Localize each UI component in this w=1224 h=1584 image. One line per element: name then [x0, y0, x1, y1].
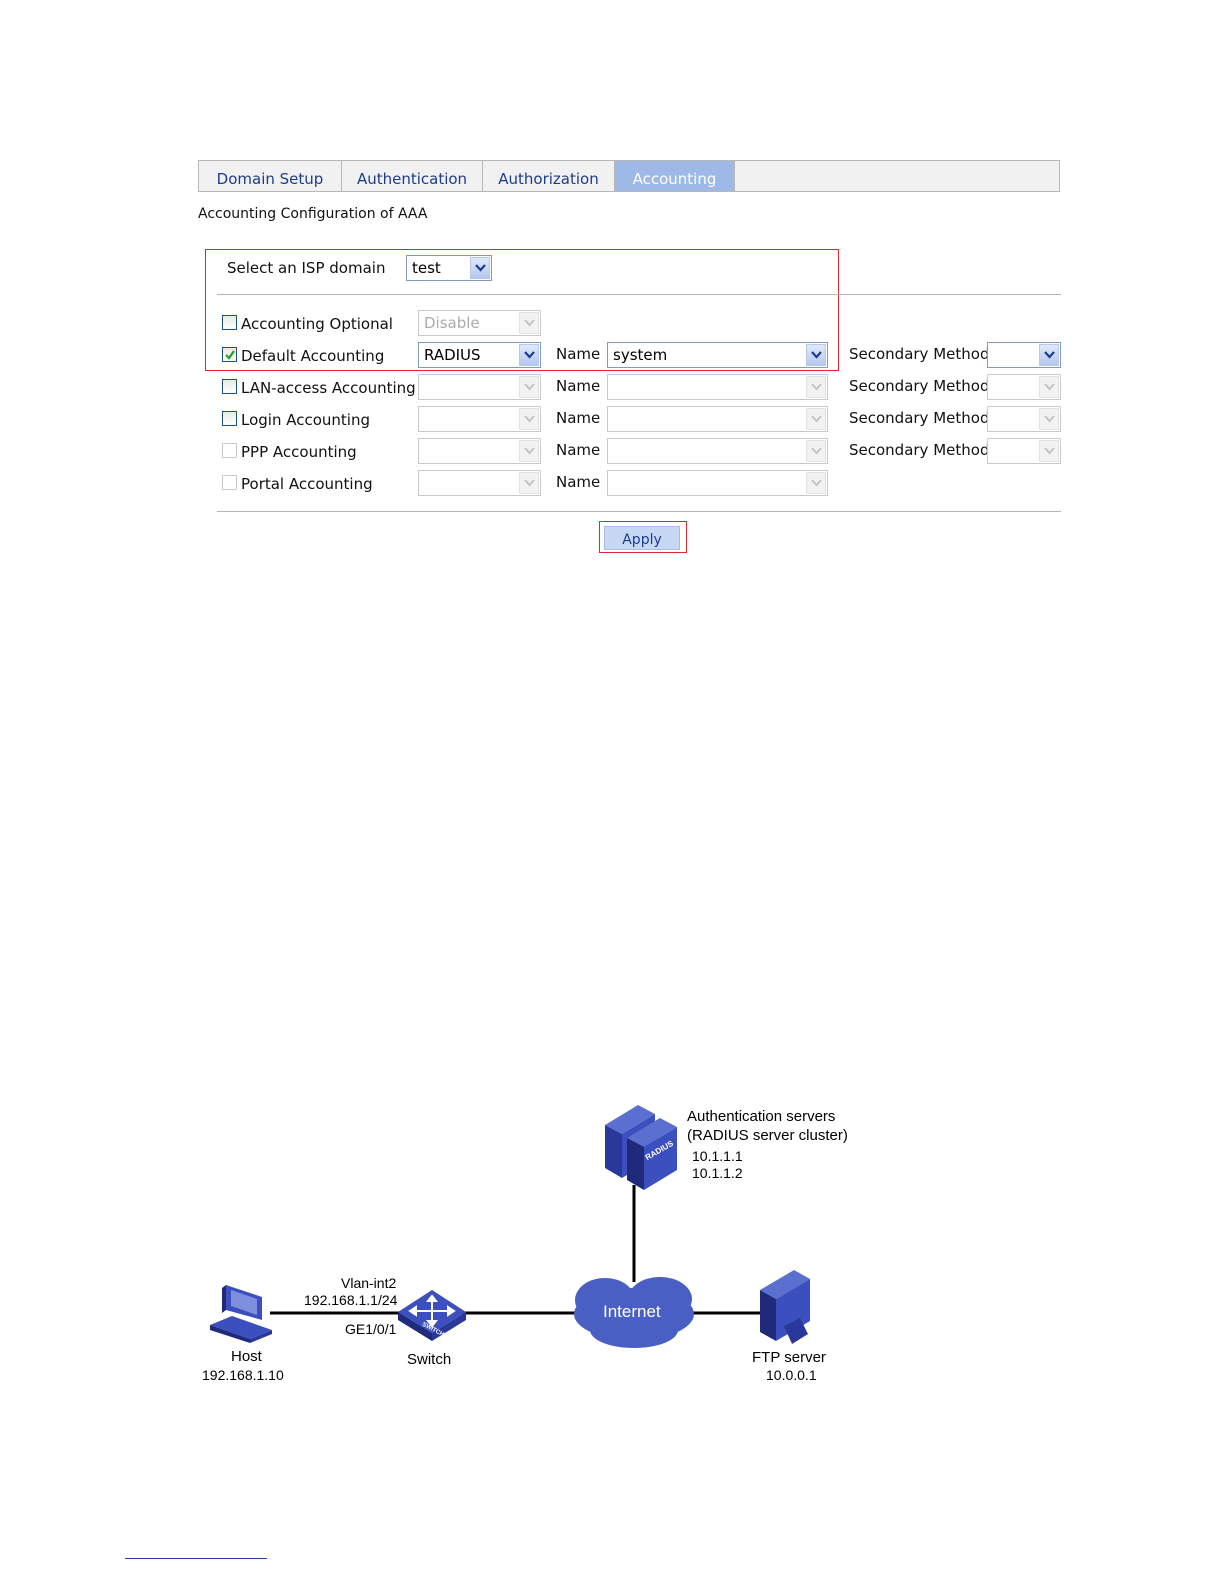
lan-access-secondary-select[interactable]: [987, 374, 1061, 400]
chevron-down-icon: [519, 376, 539, 398]
login-name-label: Name: [556, 409, 601, 427]
vlan-interface-label: Vlan-int2: [341, 1275, 397, 1291]
chevron-down-icon: [470, 257, 490, 279]
default-accounting-method-select[interactable]: RADIUS: [418, 342, 541, 368]
auth-server-ip-2: 10.1.1.2: [692, 1165, 743, 1181]
portal-name-select[interactable]: [607, 470, 828, 496]
chevron-down-icon: [806, 440, 826, 462]
lan-access-accounting-checkbox[interactable]: [222, 379, 237, 394]
tab-bar: Domain Setup Authentication Authorizatio…: [198, 160, 1060, 192]
ftp-server-ip-label: 10.0.0.1: [766, 1367, 817, 1383]
chevron-down-icon: [1039, 440, 1059, 462]
ppp-accounting-checkbox[interactable]: [222, 443, 237, 458]
tab-accounting[interactable]: Accounting: [615, 161, 735, 191]
default-accounting-secondary-select[interactable]: [987, 342, 1061, 368]
tab-authorization[interactable]: Authorization: [483, 161, 615, 191]
apply-highlight-box: [599, 521, 687, 553]
login-method-select[interactable]: [418, 406, 541, 432]
default-accounting-secondary-label: Secondary Method: [849, 345, 990, 363]
login-accounting-checkbox[interactable]: [222, 411, 237, 426]
ftp-server-icon: [760, 1270, 810, 1344]
chevron-down-icon: [1039, 344, 1059, 366]
tab-domain-setup[interactable]: Domain Setup: [199, 161, 342, 191]
lan-access-method-select[interactable]: [418, 374, 541, 400]
chevron-down-icon: [519, 472, 539, 494]
portal-method-select[interactable]: [418, 470, 541, 496]
host-pc-icon: [210, 1285, 272, 1343]
chevron-down-icon: [806, 472, 826, 494]
chevron-down-icon: [519, 312, 539, 334]
host-label: Host: [231, 1348, 262, 1365]
chevron-down-icon: [806, 344, 826, 366]
ppp-accounting-label: PPP Accounting: [241, 443, 357, 461]
ftp-server-label: FTP server: [752, 1349, 826, 1366]
ppp-secondary-label: Secondary Method: [849, 441, 990, 459]
login-secondary-select[interactable]: [987, 406, 1061, 432]
auth-servers-subtitle: (RADIUS server cluster): [687, 1127, 848, 1144]
chevron-down-icon: [519, 344, 539, 366]
isp-domain-select[interactable]: test: [406, 255, 492, 281]
portal-name-label: Name: [556, 473, 601, 491]
switch-port-label: GE1/0/1: [345, 1321, 397, 1337]
chevron-down-icon: [1039, 376, 1059, 398]
auth-servers-title: Authentication servers: [687, 1108, 836, 1125]
accounting-optional-checkbox[interactable]: [222, 315, 237, 330]
host-ip-label: 192.168.1.10: [202, 1367, 284, 1383]
internet-cloud-icon: [574, 1277, 694, 1348]
ppp-name-label: Name: [556, 441, 601, 459]
check-icon: [225, 350, 235, 360]
default-accounting-checkbox[interactable]: [222, 347, 237, 362]
login-secondary-label: Secondary Method: [849, 409, 990, 427]
login-accounting-label: Login Accounting: [241, 411, 370, 429]
tab-authentication[interactable]: Authentication: [342, 161, 483, 191]
page-title: Accounting Configuration of AAA: [198, 206, 428, 222]
chevron-down-icon: [1039, 408, 1059, 430]
footnote-divider: [125, 1558, 267, 1559]
switch-label: Switch: [407, 1351, 452, 1368]
accounting-optional-select[interactable]: Disable: [418, 310, 541, 336]
default-accounting-label: Default Accounting: [241, 347, 385, 365]
internet-label: Internet: [603, 1302, 661, 1321]
login-name-select[interactable]: [607, 406, 828, 432]
accounting-optional-label: Accounting Optional: [241, 315, 393, 333]
chevron-down-icon: [806, 376, 826, 398]
ppp-secondary-select[interactable]: [987, 438, 1061, 464]
radius-server-icon: [605, 1105, 677, 1190]
lan-access-name-label: Name: [556, 377, 601, 395]
ppp-name-select[interactable]: [607, 438, 828, 464]
lan-access-accounting-label: LAN-access Accounting: [241, 379, 416, 397]
portal-accounting-checkbox[interactable]: [222, 475, 237, 490]
lan-access-secondary-label: Secondary Method: [849, 377, 990, 395]
ppp-method-select[interactable]: [418, 438, 541, 464]
apply-button[interactable]: Apply: [604, 526, 680, 550]
chevron-down-icon: [519, 440, 539, 462]
vlan-ip-label: 192.168.1.1/24: [304, 1292, 398, 1308]
isp-domain-label: Select an ISP domain: [227, 259, 386, 277]
auth-server-ip-1: 10.1.1.1: [692, 1148, 743, 1164]
default-accounting-name-select[interactable]: system: [607, 342, 828, 368]
default-accounting-name-label: Name: [556, 345, 601, 363]
portal-accounting-label: Portal Accounting: [241, 475, 373, 493]
highlight-box: [205, 249, 839, 371]
switch-icon: [398, 1290, 466, 1341]
chevron-down-icon: [519, 408, 539, 430]
lan-access-name-select[interactable]: [607, 374, 828, 400]
chevron-down-icon: [806, 408, 826, 430]
